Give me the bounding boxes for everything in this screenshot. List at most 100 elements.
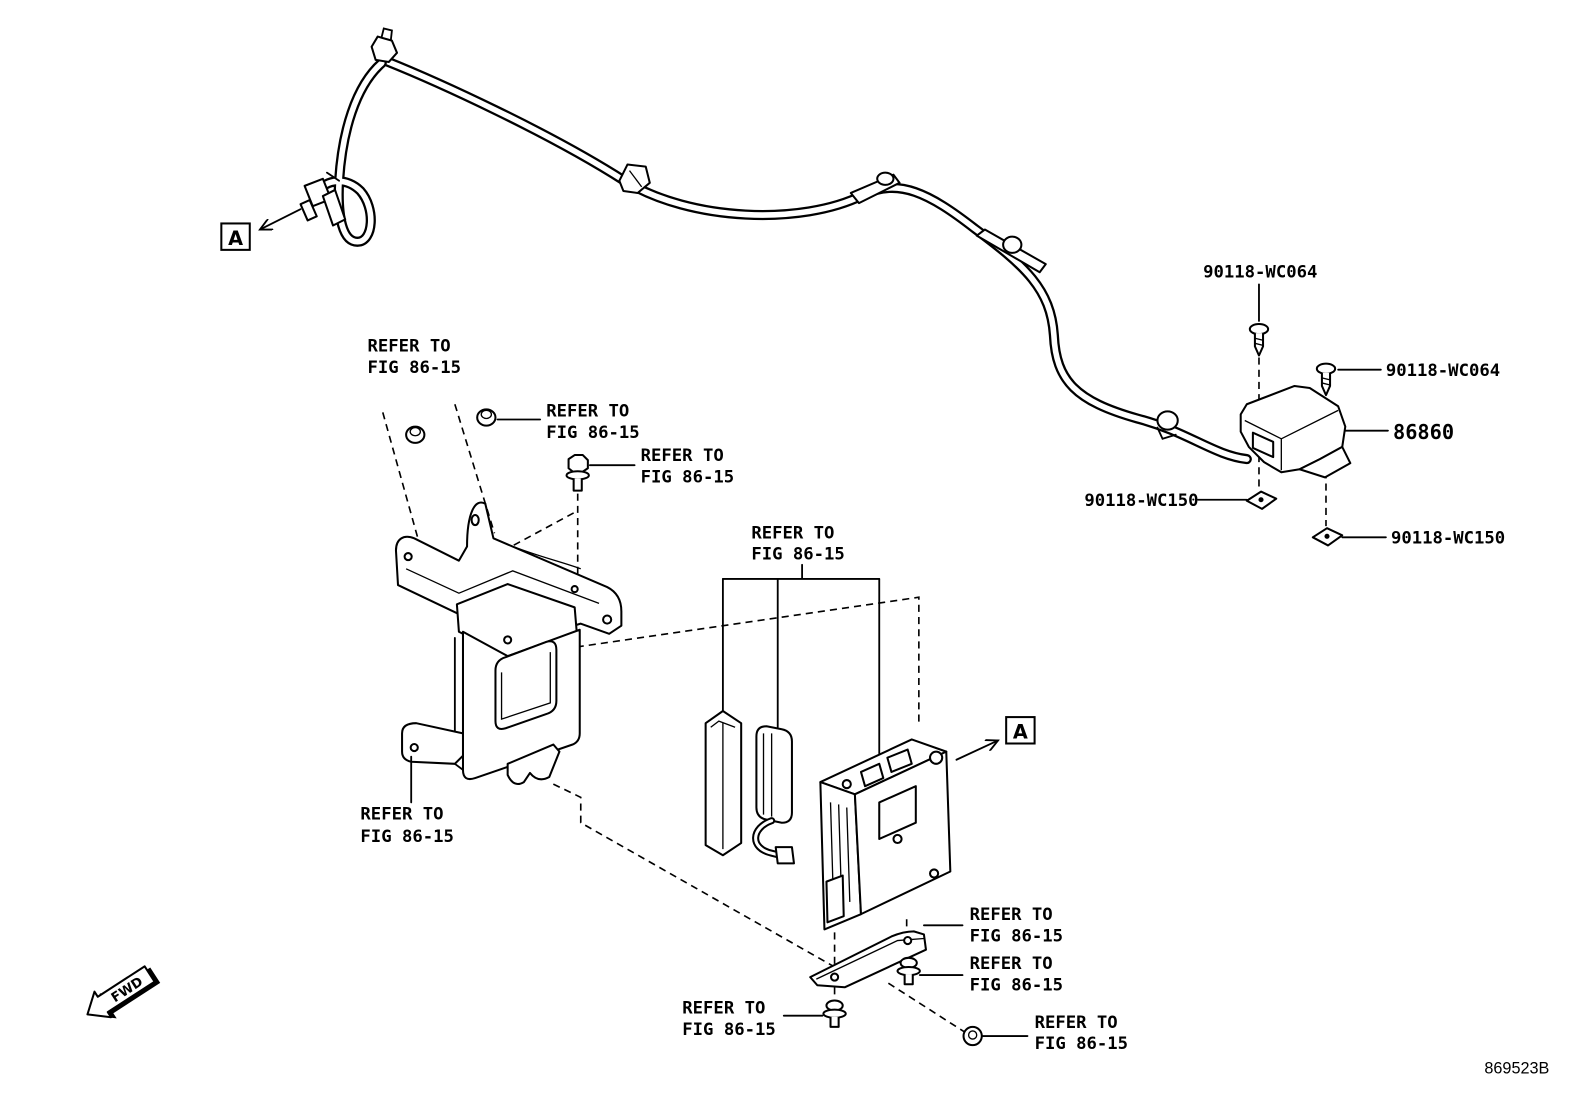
clip-90118-wc150-right bbox=[1311, 527, 1344, 547]
nut-hole bbox=[967, 1030, 978, 1040]
harness-clip-4 bbox=[1156, 410, 1179, 431]
harness-clip-left bbox=[321, 188, 347, 227]
plate-bolt-lower bbox=[822, 999, 847, 1028]
ecu-lower-plate-edge bbox=[816, 937, 924, 980]
ecu-lower-plate-assembly bbox=[809, 919, 983, 1047]
connector-short-face bbox=[762, 733, 773, 817]
plate-bolt-upper bbox=[896, 956, 921, 986]
refer-note-line2: FIG 86-15 bbox=[970, 927, 1063, 947]
clip-hole bbox=[1258, 497, 1264, 503]
refer-note-line2: FIG 86-15 bbox=[368, 358, 461, 378]
refer-note-line1: REFER TO bbox=[682, 999, 765, 1019]
ecu-connectors bbox=[704, 709, 795, 865]
screw-90118-wc064-left bbox=[1248, 322, 1270, 357]
refer-note-line2: FIG 86-15 bbox=[360, 827, 453, 847]
harness-clip-1 bbox=[618, 163, 651, 195]
view-a-arrow-harness bbox=[260, 208, 302, 231]
refer-note-line1: REFER TO bbox=[970, 954, 1053, 974]
refer-note-plate-bolt-upper: REFER TO FIG 86-15 bbox=[918, 954, 1063, 995]
harness-clip-4-detail bbox=[1156, 426, 1177, 440]
ecu-header-2 bbox=[886, 748, 913, 773]
refer-note-lower-plate: REFER TO FIG 86-15 bbox=[923, 905, 1063, 947]
bolt-washer bbox=[565, 470, 590, 481]
screw-head bbox=[1315, 362, 1337, 375]
refer-notes: REFER TO FIG 86-15 REFER TO FIG 86-15 RE… bbox=[360, 336, 1128, 1054]
assembly-line-bracket-to-ecu-top bbox=[576, 596, 920, 724]
bolt-shank bbox=[903, 974, 914, 986]
bracket-wire-guide bbox=[507, 543, 581, 570]
ecu-lower-plate bbox=[809, 930, 927, 989]
bracket-hole-right-flange bbox=[602, 614, 613, 625]
refer-note-bracket-clip-left: REFER TO FIG 86-15 bbox=[368, 336, 461, 377]
bracket-clip-nut-right bbox=[476, 408, 497, 427]
clip-90118-wc150-left bbox=[1245, 490, 1278, 510]
refer-note-bracket-lower-tab: REFER TO FIG 86-15 bbox=[360, 755, 454, 847]
ecu-mount-hole-top bbox=[929, 750, 944, 765]
bracket-bolt-top bbox=[565, 454, 590, 492]
harness-top-grommet-stub bbox=[380, 27, 393, 41]
nut-body bbox=[405, 425, 426, 444]
bracket-hole-lower-tab bbox=[409, 742, 419, 753]
bolt-washer bbox=[822, 1008, 847, 1019]
bracket-bottom-hooks bbox=[506, 743, 561, 785]
harness-main-run-fill bbox=[383, 58, 1250, 462]
nut-hole bbox=[480, 409, 493, 420]
refer-note-line1: REFER TO bbox=[1035, 1013, 1118, 1033]
bracket-window bbox=[494, 640, 558, 730]
screw-90118-wc064-right bbox=[1315, 362, 1337, 397]
ecu-mount-hole-left bbox=[841, 779, 852, 790]
fwd-arrow-body bbox=[86, 965, 156, 1019]
connector-short bbox=[755, 725, 793, 824]
refer-note-line1: REFER TO bbox=[751, 523, 834, 543]
fwd-direction-arrow: FWD bbox=[86, 965, 161, 1019]
bolt-head bbox=[567, 454, 589, 474]
refer-note-line2: FIG 86-15 bbox=[641, 467, 734, 487]
leader-bracket-drops bbox=[721, 578, 881, 755]
view-a-arrow-ecu bbox=[955, 740, 998, 761]
callout-90118-wc064-top: 90118-WC064 bbox=[1203, 262, 1317, 282]
refer-note-line2: FIG 86-15 bbox=[546, 423, 639, 443]
bracket-hole-center bbox=[503, 635, 513, 645]
ecu-front-face bbox=[853, 750, 952, 916]
harness-top-grommet bbox=[370, 35, 398, 63]
screw-thread bbox=[1254, 337, 1264, 346]
connector-long-face bbox=[710, 720, 736, 850]
leader-bracket-bar bbox=[721, 563, 881, 580]
bracket-top-plate-edge bbox=[405, 568, 600, 604]
module-86860-connector bbox=[1251, 431, 1275, 459]
bracket-clip-nut-left bbox=[405, 425, 426, 444]
bracket-hole-upper bbox=[470, 513, 480, 527]
harness-clip-1-detail bbox=[628, 170, 643, 188]
ecu-lower-plate-hole-left bbox=[830, 972, 840, 982]
figure-number: 869523B bbox=[1484, 1060, 1549, 1078]
bolt-washer bbox=[896, 965, 921, 977]
view-a-marker-ecu: A bbox=[955, 716, 1036, 761]
connector-leader-bracket bbox=[721, 563, 881, 755]
nut-body bbox=[476, 408, 497, 427]
refer-note-line2: FIG 86-15 bbox=[1035, 1034, 1128, 1054]
callout-90118-wc150-right: 90118-WC150 bbox=[1391, 528, 1505, 548]
refer-note-line1: REFER TO bbox=[368, 336, 451, 356]
refer-note-line1: REFER TO bbox=[970, 905, 1053, 925]
view-a-label-ecu: A bbox=[1013, 720, 1028, 743]
refer-note-line2: FIG 86-15 bbox=[970, 975, 1063, 995]
refer-note-line1: REFER TO bbox=[546, 401, 629, 421]
module-86860-flange bbox=[1298, 445, 1352, 479]
refer-note-line1: REFER TO bbox=[360, 805, 443, 825]
callout-90118-wc064-right: 90118-WC064 bbox=[1386, 361, 1500, 381]
ecu-lower-plate-hole-right bbox=[903, 935, 913, 946]
nut-hole bbox=[409, 426, 421, 437]
callout-86860: 86860 bbox=[1393, 420, 1454, 444]
wire-harness bbox=[299, 27, 1252, 465]
clip-hole bbox=[1324, 533, 1330, 539]
ecu-header-1 bbox=[859, 762, 885, 788]
nut-body bbox=[962, 1025, 983, 1047]
bracket-window-inner bbox=[500, 652, 551, 721]
module-86860-assembly: 90118-WC064 90118-WC064 86860 90118-WC15… bbox=[1084, 262, 1505, 548]
ecu-unit bbox=[819, 738, 952, 931]
view-a-box-ecu bbox=[1005, 716, 1036, 745]
screw-thread bbox=[1321, 377, 1331, 386]
harness-connector-tab bbox=[326, 171, 341, 182]
